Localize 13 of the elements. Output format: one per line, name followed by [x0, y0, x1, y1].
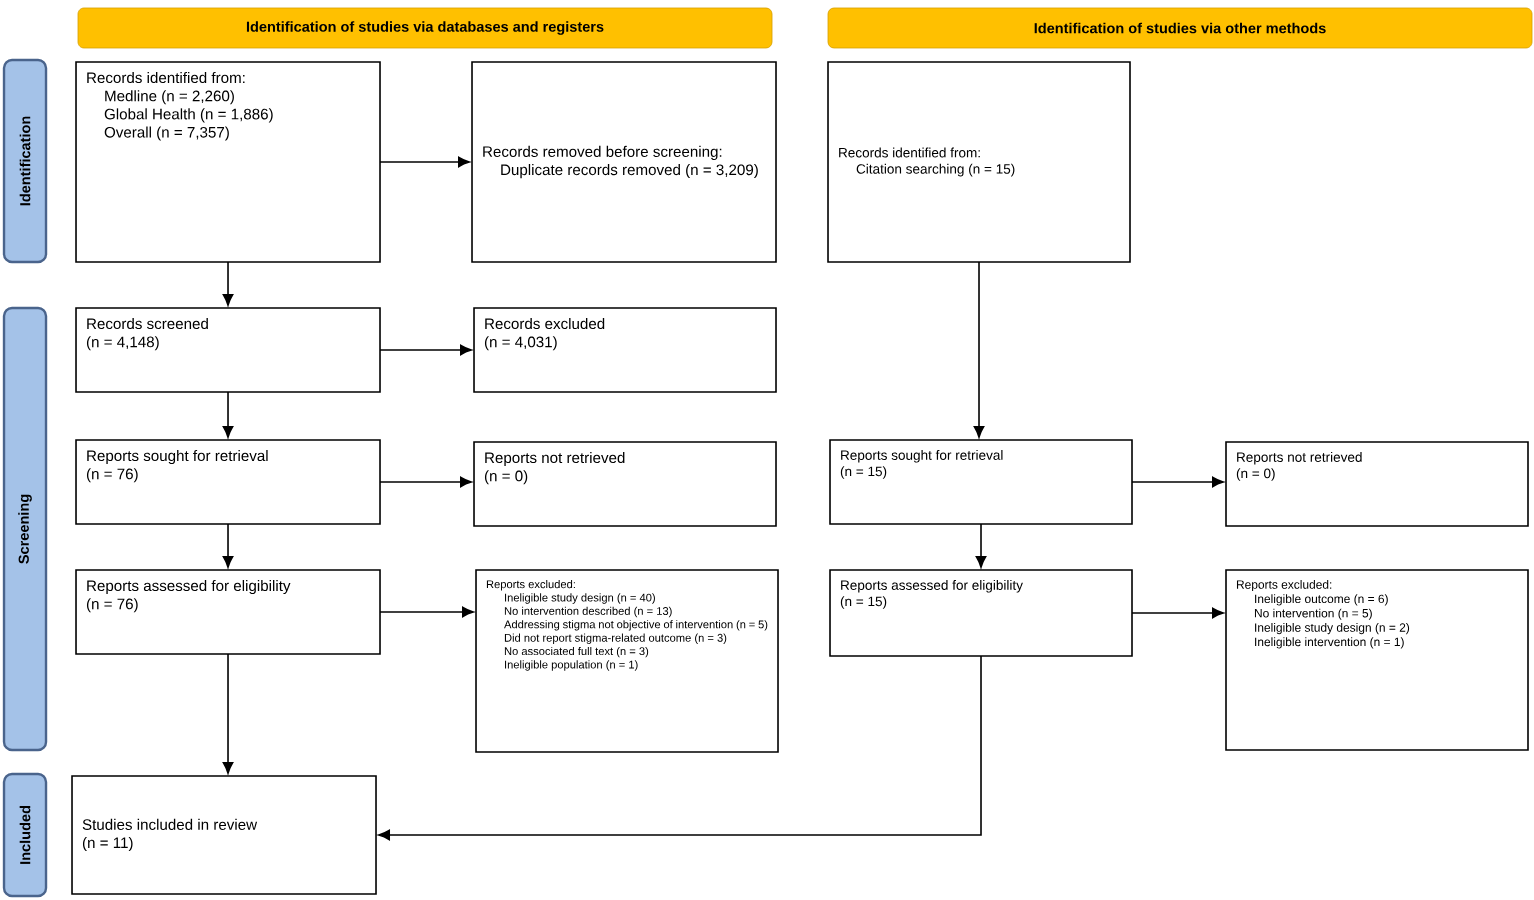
- arrow: [379, 476, 472, 488]
- arrow: [222, 391, 234, 438]
- arrow: [222, 261, 234, 306]
- arrow: [378, 655, 982, 841]
- arrow: [973, 261, 985, 438]
- arrow: [1131, 607, 1224, 619]
- arrow: [222, 653, 234, 774]
- arrow: [379, 344, 472, 356]
- arrow: [975, 523, 987, 568]
- arrow: [379, 606, 474, 618]
- arrow: [379, 156, 470, 168]
- arrow: [1131, 476, 1224, 488]
- arrow: [222, 523, 234, 568]
